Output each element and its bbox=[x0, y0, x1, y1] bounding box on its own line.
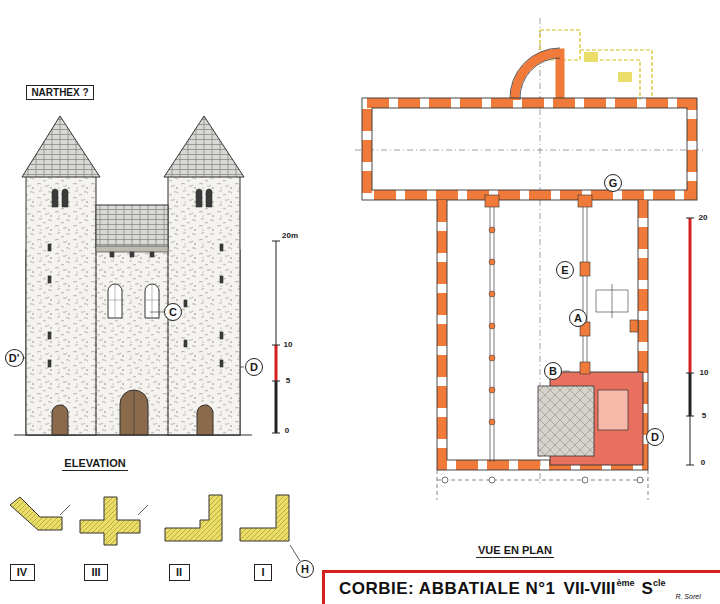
section-number-box: IV bbox=[10, 564, 35, 581]
title-label: NARTHEX ? bbox=[26, 85, 93, 100]
scale-number: 10 bbox=[700, 369, 709, 378]
title-box: CORBIE: ABBATIALE N°1 VII-VIIIème Scle R. S… bbox=[322, 570, 720, 604]
section-number: II bbox=[176, 567, 182, 578]
section-number-box: III bbox=[84, 564, 108, 581]
callout-letter: G bbox=[609, 178, 618, 189]
callout-circle: A bbox=[569, 309, 587, 327]
scale-number: 20m bbox=[282, 232, 298, 241]
callout-circle: D bbox=[646, 428, 664, 446]
callout-circle: D' bbox=[5, 349, 24, 367]
callout-letter: B bbox=[549, 366, 557, 377]
scale-number: 5 bbox=[286, 377, 290, 386]
callout-circle: C bbox=[164, 303, 182, 321]
callout-letter: E bbox=[561, 265, 568, 276]
century-number: VII-VIII bbox=[564, 579, 616, 599]
century-abbreviation: S bbox=[642, 579, 653, 599]
section-number: III bbox=[91, 567, 100, 578]
callout-letter: D bbox=[651, 432, 659, 443]
title-label: VUE EN PLAN bbox=[476, 544, 554, 558]
superscript: cle bbox=[653, 578, 666, 588]
callout-circle: H bbox=[296, 560, 314, 578]
scale-number: 20 bbox=[699, 214, 708, 223]
callout-letter: H bbox=[301, 564, 309, 575]
scale-number: 0 bbox=[701, 459, 705, 468]
callout-circle: G bbox=[604, 174, 622, 192]
scale-number: 0 bbox=[285, 427, 289, 436]
section-number: IV bbox=[17, 567, 27, 578]
callout-circle: E bbox=[556, 261, 574, 279]
callout-letter: D' bbox=[9, 353, 20, 364]
scale-number: 5 bbox=[702, 412, 706, 421]
signature: R. Sorel bbox=[675, 593, 700, 600]
superscript: ème bbox=[617, 578, 635, 588]
callout-letter: A bbox=[574, 313, 582, 324]
section-number-box: I bbox=[254, 564, 272, 581]
section-number: I bbox=[261, 567, 264, 578]
callout-letter: C bbox=[169, 307, 177, 318]
title-label: ELEVATION bbox=[62, 457, 127, 471]
drawing-title: CORBIE: ABBATIALE N°1 bbox=[339, 579, 556, 599]
callout-circle: B bbox=[544, 362, 562, 380]
callout-circle: D bbox=[245, 358, 263, 376]
scale-number: 10 bbox=[284, 341, 293, 350]
section-number-box: II bbox=[169, 564, 190, 581]
callout-letter: D bbox=[250, 362, 258, 373]
